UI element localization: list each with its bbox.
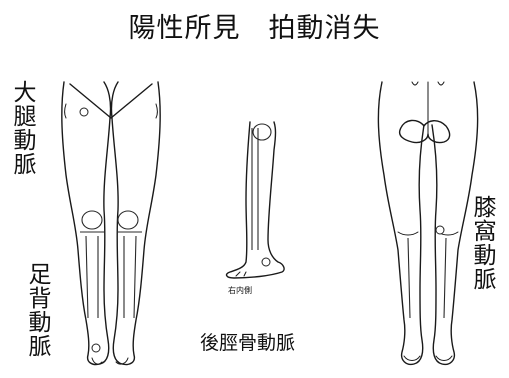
posterior-tibial-pulse-marker [262, 258, 270, 266]
medial-leg-figure [227, 122, 285, 278]
front-legs-figure [62, 82, 160, 365]
popliteal-pulse-marker [436, 226, 444, 234]
femoral-pulse-marker [80, 108, 88, 116]
dorsalis-pedis-pulse-marker [92, 344, 100, 352]
back-legs-figure [378, 82, 477, 364]
